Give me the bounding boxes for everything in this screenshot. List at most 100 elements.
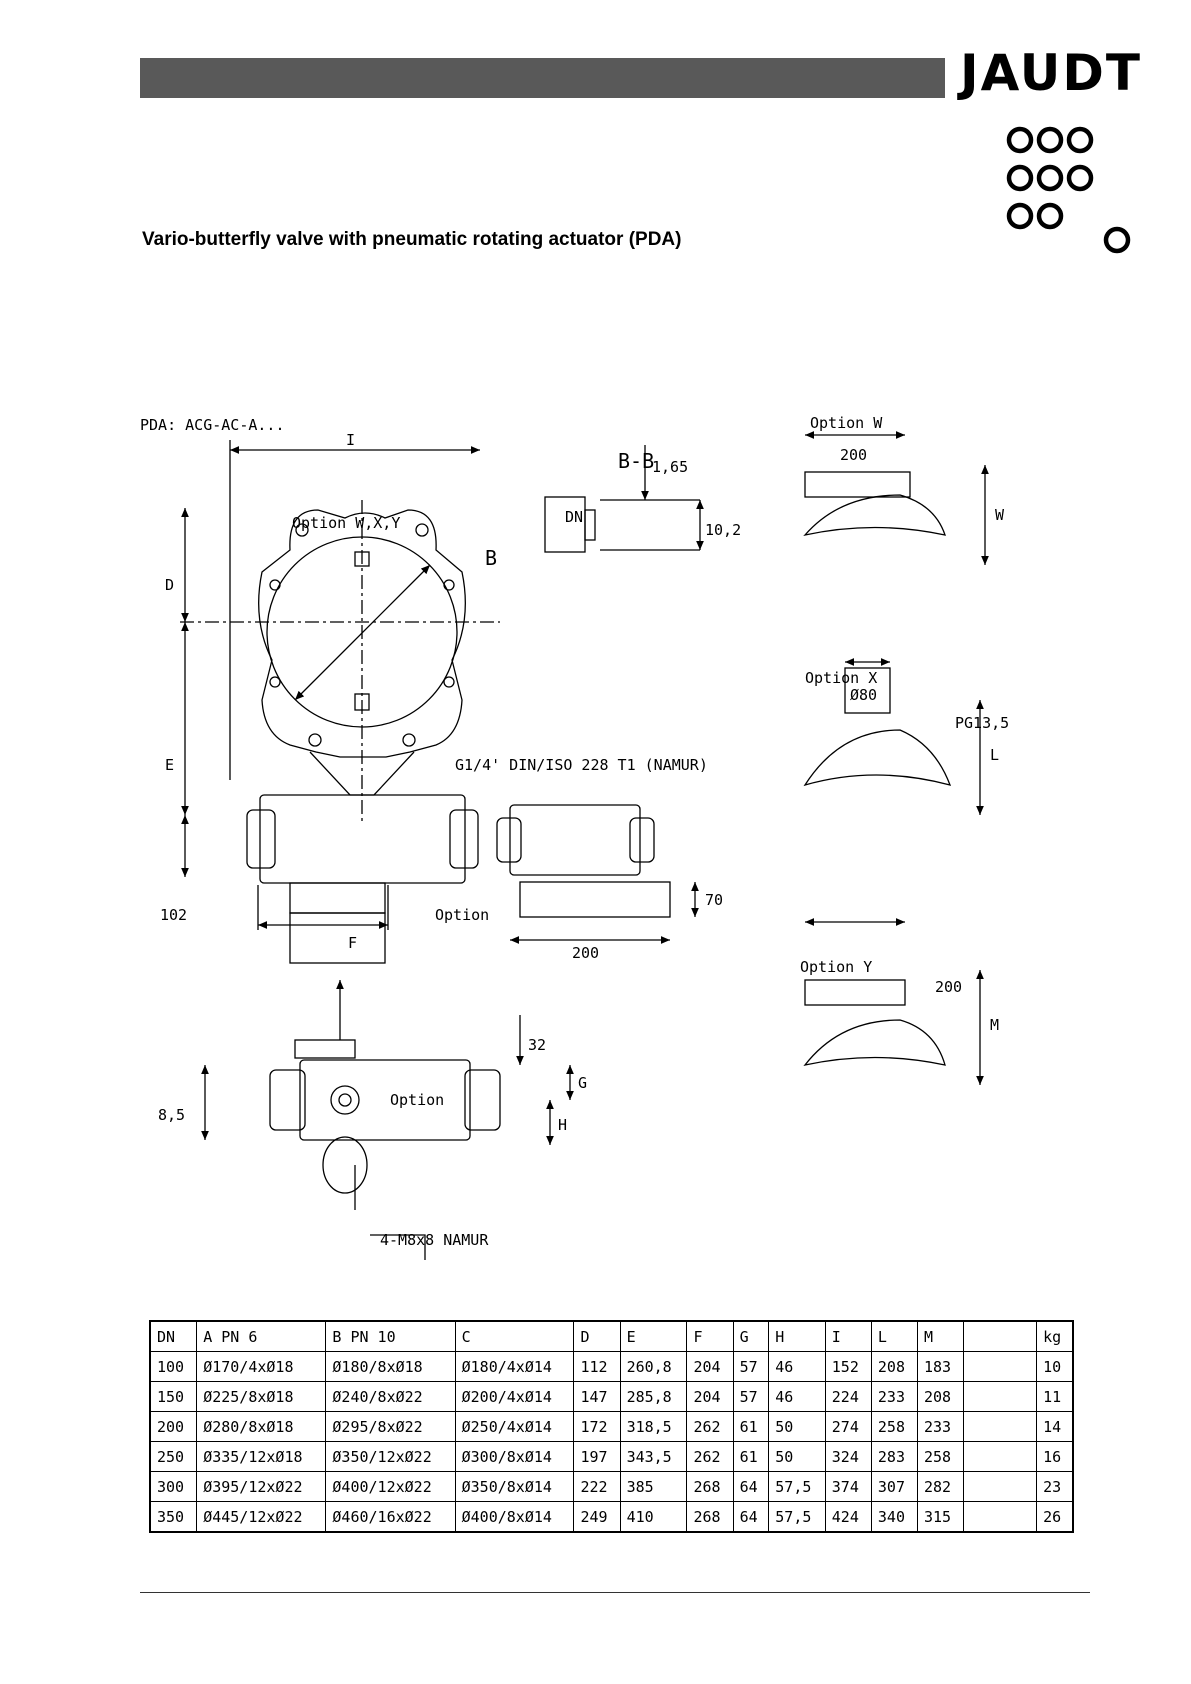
- table-cell: 57: [732, 1381, 770, 1412]
- table-cell: 385: [619, 1471, 688, 1502]
- table-cell: 350: [149, 1501, 198, 1533]
- table-cell: 249: [573, 1501, 621, 1533]
- table-cell: 200: [149, 1411, 198, 1442]
- namur-bolts-label: 4-M8x8 NAMUR: [380, 1231, 489, 1249]
- table-cell: 152: [824, 1351, 872, 1382]
- table-cell: 197: [573, 1441, 621, 1472]
- dim-x-80: Ø80: [850, 686, 877, 704]
- table-header-row: DN A PN 6 B PN 10 C D E F G H I L M kg: [149, 1320, 1074, 1352]
- option-w-body: [803, 494, 946, 537]
- table-cell: 343,5: [619, 1441, 688, 1472]
- dim-g: G: [578, 1074, 587, 1092]
- side-actuator-body: [509, 804, 641, 876]
- dim-y-200: 200: [935, 978, 962, 996]
- table-cell: 268: [686, 1501, 734, 1533]
- table-cell: Ø170/4xØ18: [196, 1351, 327, 1382]
- table-cell: 268: [686, 1471, 734, 1502]
- table-cell: 274: [824, 1411, 872, 1442]
- col-header: I: [824, 1320, 872, 1352]
- table-cell: 315: [916, 1501, 965, 1533]
- dimension-table: DN A PN 6 B PN 10 C D E F G H I L M kg 1…: [149, 1320, 1074, 1533]
- table-cell: 222: [573, 1471, 621, 1502]
- table-cell: Ø180/4xØ14: [454, 1351, 575, 1382]
- dim-b: B: [485, 546, 497, 570]
- dim-x-pg: PG13,5: [955, 714, 1009, 732]
- option-y-title: Option Y: [800, 958, 872, 976]
- table-cell: 64: [732, 1501, 770, 1533]
- col-header: L: [870, 1320, 919, 1352]
- dim-w-200: 200: [840, 446, 867, 464]
- table-cell: 57,5: [768, 1471, 826, 1502]
- col-header: D: [573, 1320, 621, 1352]
- circle-grid-logo-icon: [1006, 126, 1131, 254]
- option-w-solenoid: [804, 471, 911, 498]
- col-header: E: [619, 1320, 688, 1352]
- table-cell: 11: [1036, 1381, 1074, 1412]
- table-cell: 57,5: [768, 1501, 826, 1533]
- table-cell: 260,8: [619, 1351, 688, 1382]
- col-header: DN: [149, 1320, 198, 1352]
- table-cell: 307: [870, 1471, 919, 1502]
- table-cell: 250: [149, 1441, 198, 1472]
- table-cell: 61: [732, 1411, 770, 1442]
- table-cell: Ø395/12xØ22: [196, 1471, 327, 1502]
- table-cell: Ø200/4xØ14: [454, 1381, 575, 1412]
- dim-8-5: 8,5: [158, 1106, 185, 1124]
- dim-f: F: [348, 934, 357, 952]
- col-header: B PN 10: [325, 1320, 456, 1352]
- option-x-title: Option X: [805, 669, 877, 687]
- option-label-bottom: Option: [390, 1091, 444, 1109]
- dim-m: M: [990, 1016, 999, 1034]
- table-cell: 100: [149, 1351, 198, 1382]
- table-cell: 183: [916, 1351, 965, 1382]
- table-cell: 112: [573, 1351, 621, 1382]
- table-cell: 61: [732, 1441, 770, 1472]
- table-cell: Ø400/8xØ14: [454, 1501, 575, 1533]
- table-cell: 46: [768, 1381, 826, 1412]
- table-cell: 64: [732, 1471, 770, 1502]
- dim-70: 70: [705, 891, 723, 909]
- col-header: F: [686, 1320, 734, 1352]
- table-cell: 262: [686, 1411, 734, 1442]
- table-cell: 208: [870, 1351, 919, 1382]
- table-cell: 10: [1036, 1351, 1074, 1382]
- technical-drawing: PDA: ACG-AC-A... B-B Option W Option X O…: [140, 414, 1009, 1260]
- table-cell: 233: [870, 1381, 919, 1412]
- table-cell: Ø350/8xØ14: [454, 1471, 575, 1502]
- table-cell: 258: [870, 1411, 919, 1442]
- table-cell: 318,5: [619, 1411, 688, 1442]
- table-cell: 23: [1036, 1471, 1074, 1502]
- table-cell: 374: [824, 1471, 872, 1502]
- table-cell: 14: [1036, 1411, 1074, 1442]
- dim-d: D: [165, 576, 174, 594]
- table-cell: 16: [1036, 1441, 1074, 1472]
- table-cell: 46: [768, 1351, 826, 1382]
- dim-10-2: 10,2: [705, 521, 741, 539]
- table-cell: 300: [149, 1471, 198, 1502]
- table-cell: Ø280/8xØ18: [196, 1411, 327, 1442]
- table-cell: 50: [768, 1411, 826, 1442]
- table-cell: 258: [916, 1441, 965, 1472]
- option-y-body: [803, 1019, 946, 1067]
- dim-i: I: [346, 431, 355, 449]
- table-cell: Ø300/8xØ14: [454, 1441, 575, 1472]
- brand-logo-text: JAUDT: [960, 44, 1142, 102]
- table-cell: Ø225/8xØ18: [196, 1381, 327, 1412]
- table-cell: [963, 1441, 1038, 1472]
- table-cell: 283: [870, 1441, 919, 1472]
- table-cell: Ø240/8xØ22: [325, 1381, 456, 1412]
- namur-port-label: G1/4' DIN/ISO 228 T1 (NAMUR): [455, 756, 708, 774]
- table-cell: [963, 1381, 1038, 1412]
- table-cell: [963, 1471, 1038, 1502]
- header-bar: [140, 58, 945, 98]
- table-cell: 204: [686, 1381, 734, 1412]
- col-header: H: [768, 1320, 826, 1352]
- table-cell: 340: [870, 1501, 919, 1533]
- table-cell: 262: [686, 1441, 734, 1472]
- option-callout: Option W,X,Y: [292, 514, 400, 532]
- table-cell: 324: [824, 1441, 872, 1472]
- table-cell: Ø180/8xØ18: [325, 1351, 456, 1382]
- col-header: M: [916, 1320, 965, 1352]
- footer-divider: [140, 1592, 1090, 1593]
